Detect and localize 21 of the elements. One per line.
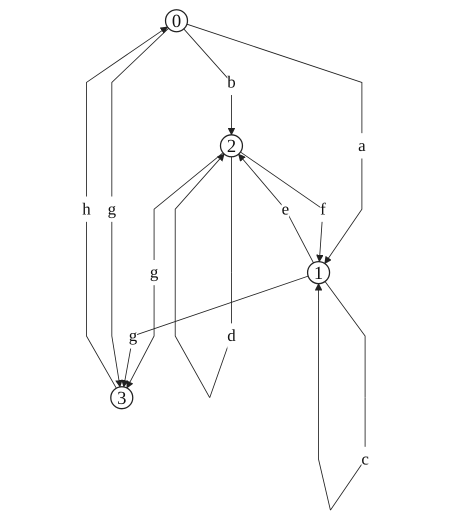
arrow: [86, 26, 168, 389]
edge-label: c: [361, 450, 369, 469]
edge-label: a: [358, 136, 366, 156]
edge-label: b: [227, 73, 236, 92]
arrow: [186, 24, 362, 264]
edge-label: h: [82, 200, 91, 218]
arrow: [238, 154, 314, 264]
arrow: [126, 152, 224, 388]
node-circle: 1: [306, 260, 330, 284]
edge-label: g: [128, 326, 138, 346]
arrow: [240, 152, 324, 262]
arrow: [121, 276, 309, 388]
node-circle: 3: [110, 386, 134, 410]
arrow: [111, 28, 169, 388]
edge-label: d: [227, 326, 236, 346]
node-circle: 0: [164, 9, 188, 32]
edge-label: g: [150, 263, 158, 282]
node-circle: 2: [220, 134, 244, 158]
edge-label: e: [282, 200, 290, 218]
edge-label: g: [108, 200, 116, 218]
edge-label: f: [320, 200, 326, 218]
